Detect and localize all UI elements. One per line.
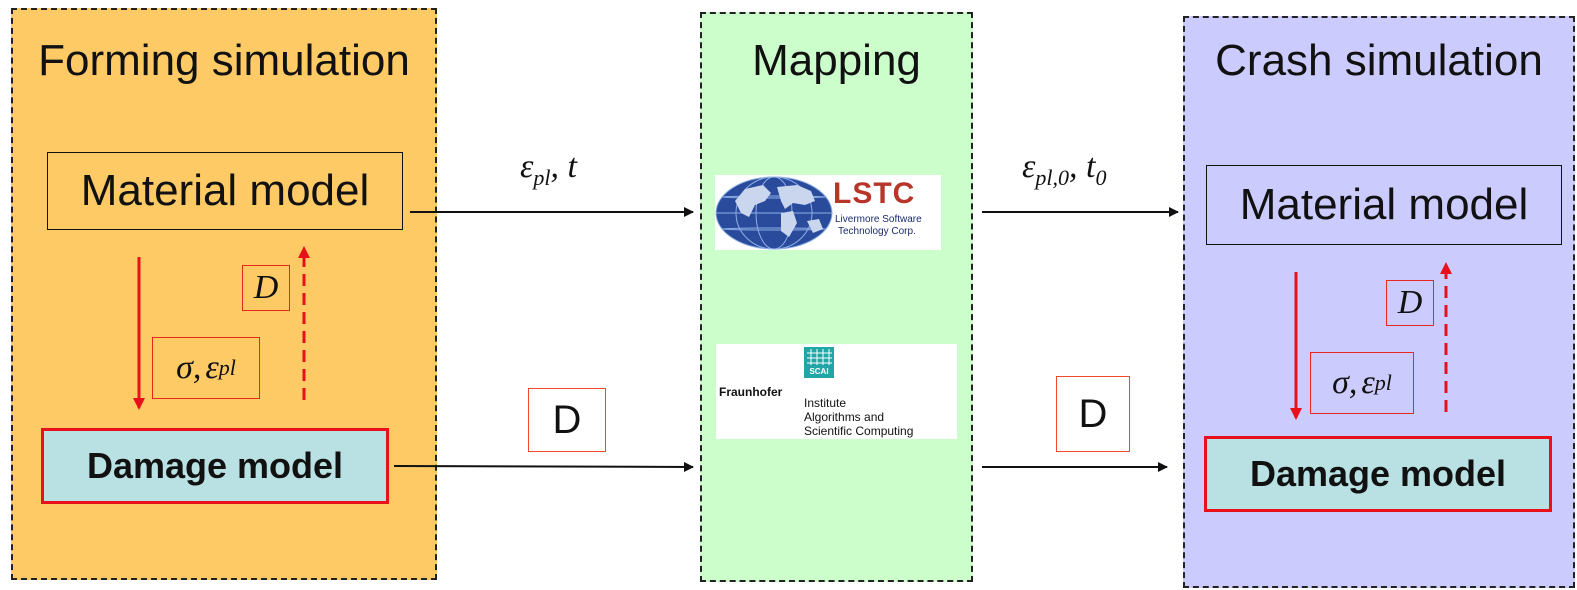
lstc-tagline-2: Technology Corp. bbox=[838, 226, 916, 237]
crash-material-model-box: Material model bbox=[1206, 165, 1562, 245]
forming-d-feedback-label: D bbox=[242, 265, 290, 311]
strain-time-output-label: εpl,0, t0 bbox=[1022, 148, 1106, 191]
crash-comma: , bbox=[1348, 364, 1358, 401]
fraunhofer-wordmark: Fraunhofer bbox=[719, 385, 783, 399]
arrow-forming-to-mapping-damage bbox=[393, 461, 694, 472]
damage-output-label: D bbox=[1056, 376, 1130, 452]
output-time: , t bbox=[1069, 148, 1096, 185]
crash-epsilon: ε bbox=[1361, 364, 1375, 401]
lstc-globe-icon bbox=[715, 176, 833, 250]
forming-material-model-box: Material model bbox=[47, 152, 403, 230]
forming-d-symbol: D bbox=[253, 269, 279, 306]
scai-badge-text: SCAI bbox=[809, 367, 829, 376]
fraunhofer-institute-line: Institute bbox=[804, 396, 847, 410]
forming-damage-model-box: Damage model bbox=[41, 428, 389, 504]
lstc-logo: LSTC Livermore Software Technology Corp. bbox=[715, 175, 941, 250]
strain-time-input-label: εpl, t bbox=[520, 148, 577, 191]
crash-panel-title: Crash simulation bbox=[1215, 36, 1543, 85]
lstc-name: LSTC bbox=[833, 177, 916, 210]
input-time: , t bbox=[550, 148, 577, 185]
forming-epsilon-subscript: pl bbox=[218, 355, 236, 380]
lstc-tagline-1: Livermore Software bbox=[835, 214, 922, 225]
output-epsilon-subscript: pl,0 bbox=[1035, 164, 1070, 190]
fraunhofer-scientific-line: Scientific Computing bbox=[804, 424, 914, 438]
forming-epsilon: ε bbox=[205, 349, 219, 386]
scai-badge: SCAI bbox=[804, 347, 834, 378]
crash-epsilon-subscript: pl bbox=[1374, 370, 1392, 395]
input-epsilon-subscript: pl bbox=[533, 164, 551, 190]
forming-sigma: σ bbox=[176, 349, 193, 386]
input-epsilon: ε bbox=[520, 148, 534, 185]
output-time-subscript: 0 bbox=[1095, 164, 1107, 190]
fraunhofer-scai-logo: SCAI Fraunhofer Institute Algorithms and… bbox=[716, 344, 957, 439]
crash-damage-model-box: Damage model bbox=[1204, 436, 1552, 512]
forming-panel-title: Forming simulation bbox=[38, 36, 410, 85]
output-epsilon: ε bbox=[1022, 148, 1036, 185]
crash-d-feedback-label: D bbox=[1386, 280, 1434, 326]
crash-d-symbol: D bbox=[1397, 284, 1423, 321]
mapping-panel-title: Mapping bbox=[752, 36, 921, 85]
mapping-panel: Mapping bbox=[700, 12, 973, 582]
damage-input-label: D bbox=[528, 388, 606, 452]
forming-comma: , bbox=[192, 349, 202, 386]
scai-grid-icon bbox=[807, 349, 832, 365]
fraunhofer-algorithms-line: Algorithms and bbox=[804, 410, 885, 424]
crash-sigma: σ bbox=[1332, 364, 1349, 401]
